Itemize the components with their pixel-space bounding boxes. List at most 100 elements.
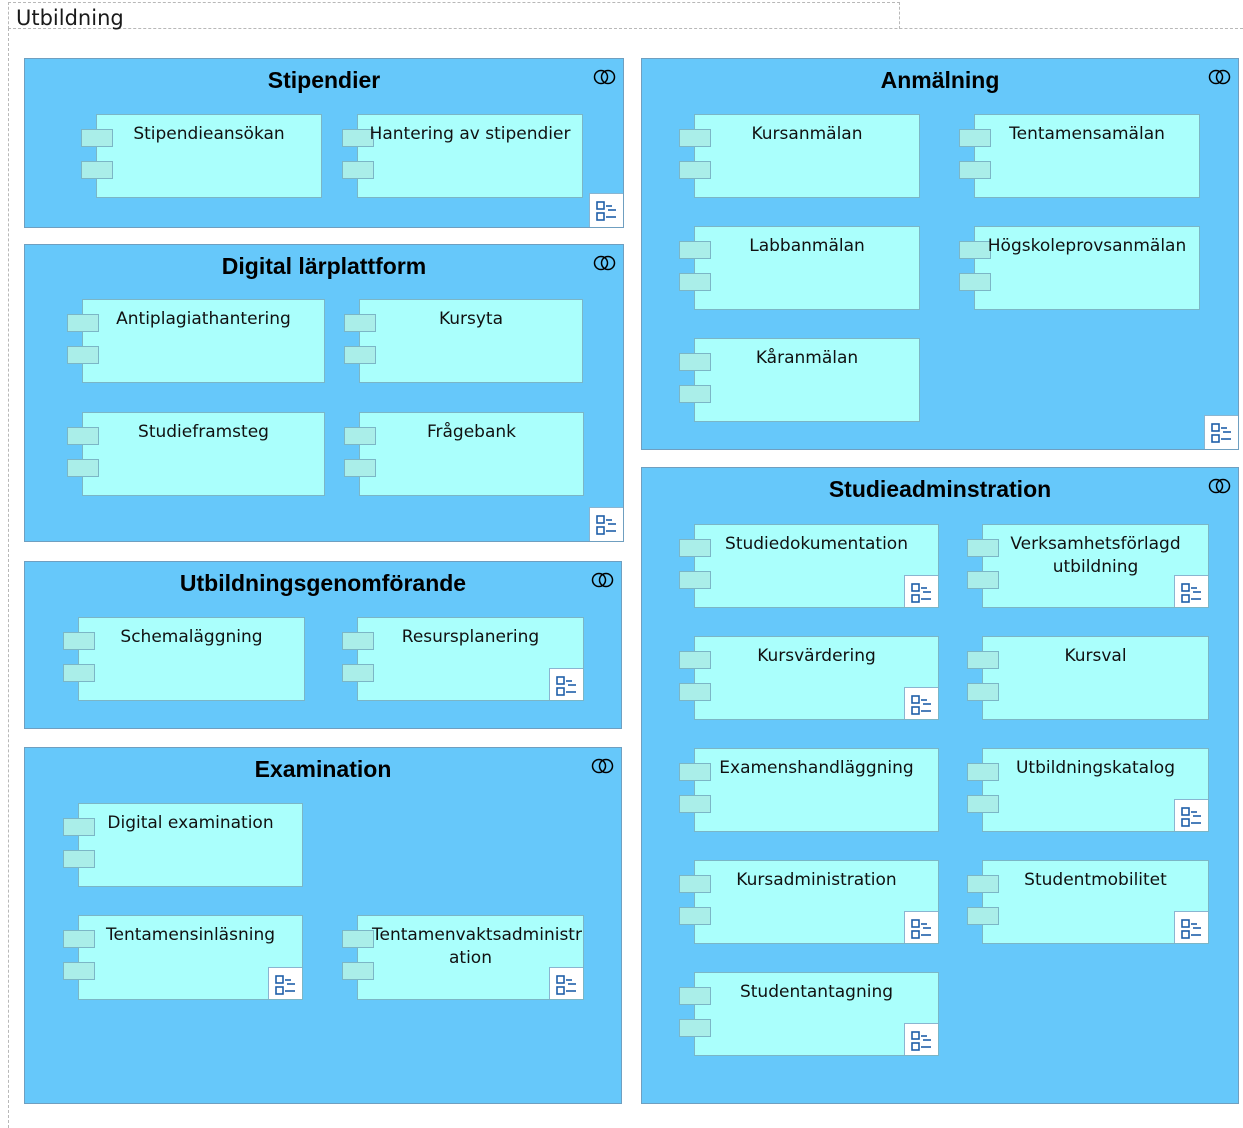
component-tab-icon <box>63 850 95 868</box>
component-tab-icon <box>959 161 991 179</box>
collaboration-icon <box>1208 69 1232 85</box>
component-label: Stipendieansökan <box>133 124 285 144</box>
component-tab-icon <box>967 539 999 557</box>
application-component[interactable]: Kursvärdering <box>679 636 939 720</box>
component-tab-icon <box>67 427 99 445</box>
component-label: Digital examination <box>107 813 274 833</box>
component-tab-icon <box>344 459 376 477</box>
component-tab-icon <box>679 539 711 557</box>
component-tab-icon <box>342 129 374 147</box>
application-component[interactable]: Kursval <box>967 636 1209 720</box>
component-tab-icon <box>81 161 113 179</box>
model-reference-icon[interactable] <box>549 668 583 700</box>
outer-group-tab <box>8 2 900 29</box>
application-component[interactable]: Hantering av stipendier <box>342 114 583 198</box>
model-reference-icon[interactable] <box>1204 415 1238 449</box>
component-label: Verksamhetsförlagd utbildning <box>1010 534 1181 577</box>
component-tab-icon <box>63 930 95 948</box>
application-component[interactable]: Kåranmälan <box>679 338 920 422</box>
component-label: Antiplagiathantering <box>116 309 291 329</box>
component-tab-icon <box>967 875 999 893</box>
group-title: Stipendier <box>267 67 381 93</box>
application-component[interactable]: Studentmobilitet <box>967 860 1209 944</box>
application-component[interactable]: Studiedokumentation <box>679 524 939 608</box>
application-component[interactable]: Tentamensamälan <box>959 114 1200 198</box>
component-tab-icon <box>679 683 711 701</box>
collaboration-icon <box>593 69 617 85</box>
application-component[interactable]: Frågebank <box>344 412 584 496</box>
component-label: Kursadministration <box>736 870 897 890</box>
application-component[interactable]: Labbanmälan <box>679 226 920 310</box>
model-reference-icon[interactable] <box>904 575 938 607</box>
collaboration-icon <box>593 255 617 271</box>
application-component[interactable]: Tentamensinläsning <box>63 915 303 1000</box>
component-label: Tentamensinläsning <box>105 925 276 945</box>
component-tab-icon <box>67 346 99 364</box>
model-reference-icon[interactable] <box>268 967 302 999</box>
application-component[interactable]: Kursadministration <box>679 860 939 944</box>
component-tab-icon <box>342 632 374 650</box>
model-reference-icon[interactable] <box>1174 911 1208 943</box>
outer-group-frame[interactable] <box>8 28 1243 1128</box>
outer-group-title: Utbildning <box>16 6 124 30</box>
model-reference-icon[interactable] <box>904 1023 938 1055</box>
component-label: Kursanmälan <box>751 124 863 144</box>
application-component[interactable]: Digital examination <box>63 803 303 887</box>
component-tab-icon <box>679 987 711 1005</box>
model-reference-icon[interactable] <box>1174 575 1208 607</box>
component-label: Studieframsteg <box>138 422 269 442</box>
component-tab-icon <box>81 129 113 147</box>
component-tab-icon <box>679 651 711 669</box>
application-component[interactable]: Studentantagning <box>679 972 939 1056</box>
component-label: Studiedokumentation <box>725 534 908 554</box>
component-tab-icon <box>63 818 95 836</box>
application-component[interactable]: Studieframsteg <box>67 412 325 496</box>
component-tab-icon <box>679 273 711 291</box>
component-label: Schemaläggning <box>120 627 263 647</box>
application-component[interactable]: Verksamhetsförlagd utbildning <box>967 524 1209 608</box>
component-label: Resursplanering <box>401 627 540 647</box>
model-reference-icon[interactable] <box>549 967 583 999</box>
component-tab-icon <box>679 241 711 259</box>
model-reference-icon[interactable] <box>904 687 938 719</box>
component-tab-icon <box>63 664 95 682</box>
component-label: Studentmobilitet <box>1024 870 1167 890</box>
group-title: Studieadminstration <box>828 476 1052 502</box>
component-tab-icon <box>959 129 991 147</box>
model-reference-icon[interactable] <box>589 193 623 227</box>
component-label: Tentamenvaktsadministr ation <box>372 925 582 968</box>
application-component[interactable]: Kursyta <box>344 299 583 383</box>
component-label: Labbanmälan <box>749 236 865 256</box>
model-reference-icon[interactable] <box>904 911 938 943</box>
application-component[interactable]: Kursanmälan <box>679 114 920 198</box>
group-2[interactable]: Digital lärplattform <box>24 244 624 542</box>
collaboration-icon <box>1208 478 1232 494</box>
application-component[interactable]: Antiplagiathantering <box>67 299 325 383</box>
component-tab-icon <box>342 930 374 948</box>
model-reference-icon[interactable] <box>589 507 623 541</box>
component-tab-icon <box>679 129 711 147</box>
application-component[interactable]: Utbildningskatalog <box>967 748 1209 832</box>
component-label: Högskoleprovsanmälan <box>987 236 1187 256</box>
component-tab-icon <box>959 273 991 291</box>
application-component[interactable]: Schemaläggning <box>63 617 305 701</box>
application-component[interactable]: Högskoleprovsanmälan <box>959 226 1200 310</box>
component-label: Kursyta <box>438 309 504 329</box>
component-tab-icon <box>679 571 711 589</box>
component-tab-icon <box>63 632 95 650</box>
component-tab-icon <box>967 907 999 925</box>
component-tab-icon <box>679 763 711 781</box>
application-component[interactable]: Tentamenvaktsadministr ation <box>342 915 584 1000</box>
component-tab-icon <box>967 795 999 813</box>
component-tab-icon <box>959 241 991 259</box>
collaboration-icon <box>591 572 615 588</box>
model-reference-icon[interactable] <box>1174 799 1208 831</box>
application-component[interactable]: Resursplanering <box>342 617 584 701</box>
application-component[interactable]: Examenshandläggning <box>679 748 939 832</box>
group-title: Anmälning <box>880 67 1000 93</box>
component-tab-icon <box>679 161 711 179</box>
component-label: Utbildningskatalog <box>1015 758 1176 778</box>
application-component[interactable]: Stipendieansökan <box>81 114 322 198</box>
component-label: Frågebank <box>426 422 517 442</box>
group-title: Digital lärplattform <box>221 253 427 279</box>
